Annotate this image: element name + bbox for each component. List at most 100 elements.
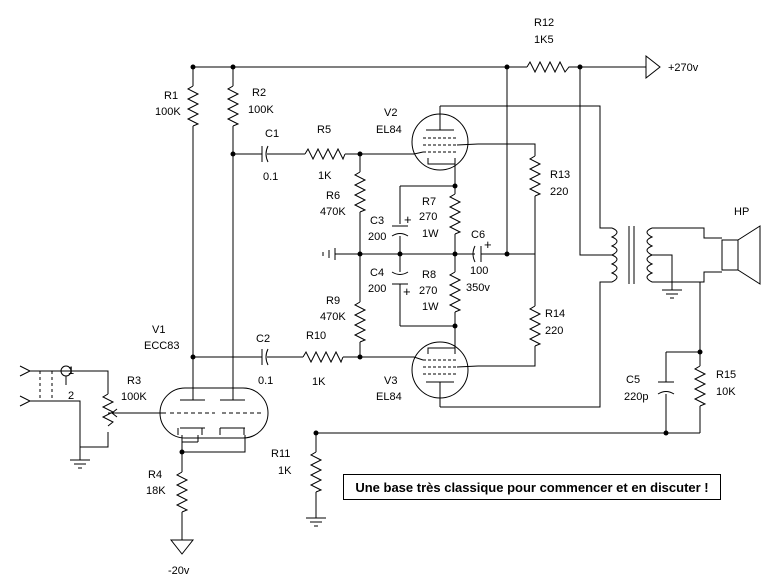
label-c2-ref: C2	[256, 333, 270, 345]
resistor-r10	[302, 350, 344, 364]
svg-text:+: +	[404, 212, 412, 227]
label-jack-pin-1: 1	[68, 365, 74, 377]
label-r10-value: 1K	[312, 376, 326, 388]
label-r9-ref: R9	[326, 295, 340, 307]
capacitor-c4: +	[391, 271, 411, 299]
label-c5-value: 220p	[624, 391, 648, 403]
annotation-note: Une base très classique pour commencer e…	[343, 474, 721, 500]
label-c2-value: 0.1	[258, 375, 273, 387]
label-r7-value2: 1W	[422, 228, 439, 240]
label-c4-value: 200	[368, 283, 386, 295]
svg-text:+: +	[403, 284, 411, 299]
label-c4-ref: C4	[370, 267, 384, 279]
ground-icon	[70, 459, 90, 469]
capacitor-c1	[258, 145, 272, 163]
capacitors: + + +	[258, 145, 675, 395]
resistor-r2	[226, 85, 240, 127]
label-supply-positive: +270v	[668, 62, 699, 74]
resistor-r12	[526, 60, 572, 74]
resistor-r4	[175, 471, 189, 513]
label-r6-ref: R6	[326, 190, 340, 202]
label-v3-value: EL84	[376, 391, 402, 403]
label-r2-ref: R2	[252, 87, 266, 99]
label-r7-ref: R7	[422, 196, 436, 208]
label-r1-ref: R1	[164, 90, 178, 102]
label-v1-ref: V1	[152, 324, 165, 336]
capacitor-c5	[657, 381, 675, 395]
label-supply-negative: -20v	[168, 565, 190, 577]
label-r4-ref: R4	[148, 469, 162, 481]
label-c6-ref: C6	[471, 229, 485, 241]
label-r5-ref: R5	[317, 124, 331, 136]
speaker-icon	[721, 225, 761, 285]
wires	[30, 66, 722, 540]
supply-arrows	[169, 54, 661, 555]
label-r15-ref: R15	[716, 369, 736, 381]
label-r14-ref: R14	[545, 308, 565, 320]
label-c3-value: 200	[368, 231, 386, 243]
label-jack-pin-2: 2	[68, 390, 74, 402]
label-r14-value: 220	[545, 325, 563, 337]
resistor-r14	[528, 305, 542, 347]
label-c6-value2: 350v	[466, 282, 490, 294]
ground-icon	[662, 289, 682, 299]
label-r7-value: 270	[419, 211, 437, 223]
tube-v1	[159, 387, 269, 442]
label-r12-value: 1K5	[534, 34, 554, 46]
ground-symbols	[70, 248, 682, 527]
label-r15-value: 10K	[716, 386, 736, 398]
label-r1-value: 100K	[155, 106, 181, 118]
label-r12-ref: R12	[534, 17, 554, 29]
junction-dots	[179, 64, 703, 455]
label-c1-value: 0.1	[263, 171, 278, 183]
resistor-r11	[309, 451, 323, 493]
label-v2-ref: V2	[384, 107, 397, 119]
input-jack-icon	[19, 365, 72, 407]
potentiometer-r3	[101, 393, 115, 427]
label-r8-ref: R8	[422, 269, 436, 281]
tube-v2	[411, 106, 479, 171]
label-speaker: HP	[734, 206, 749, 218]
label-v2-value: EL84	[376, 124, 402, 136]
capacitor-c2	[258, 348, 272, 366]
capacitor-c3: +	[391, 212, 412, 237]
label-c3-ref: C3	[370, 215, 384, 227]
resistor-r8	[448, 271, 462, 313]
resistor-r15	[693, 365, 707, 407]
label-r3-value: 100K	[121, 391, 147, 403]
label-r4-value: 18K	[146, 485, 166, 497]
label-r13-ref: R13	[550, 169, 570, 181]
label-v3-ref: V3	[384, 375, 397, 387]
label-r9-value: 470K	[320, 311, 346, 323]
label-r10-ref: R10	[306, 330, 326, 342]
labels: R12 1K5 +270v R1 100K R2 100K V2 EL84 C1…	[68, 17, 749, 577]
label-r11-ref: R11	[271, 448, 290, 460]
label-c5-ref: C5	[626, 374, 640, 386]
ground-icon	[306, 517, 326, 527]
label-r5-value: 1K	[318, 170, 332, 182]
label-c6-value: 100	[470, 265, 488, 277]
resistor-r13	[528, 155, 542, 197]
ground-icon	[322, 248, 336, 260]
label-r13-value: 220	[550, 186, 568, 198]
svg-text:+: +	[484, 237, 492, 252]
resistor-r9	[353, 301, 367, 343]
label-r11-value: 1K	[278, 465, 292, 477]
plus-supply-arrow-icon	[645, 54, 661, 80]
label-v1-value: ECC83	[144, 340, 179, 352]
tube-v3	[411, 341, 479, 407]
label-r3-ref: R3	[127, 375, 141, 387]
resistor-r1	[186, 85, 200, 127]
label-c1-ref: C1	[265, 128, 279, 140]
output-transformer	[610, 226, 654, 284]
resistors	[101, 60, 707, 513]
label-r8-value2: 1W	[422, 301, 439, 313]
resistor-r6	[353, 171, 367, 213]
annotation-text: Une base très classique pour commencer e…	[355, 479, 709, 495]
resistor-r7	[448, 193, 462, 235]
capacitor-c6: +	[472, 237, 492, 263]
label-r6-value: 470K	[320, 206, 346, 218]
minus-supply-arrow-icon	[169, 539, 195, 555]
resistor-r5	[304, 147, 346, 161]
